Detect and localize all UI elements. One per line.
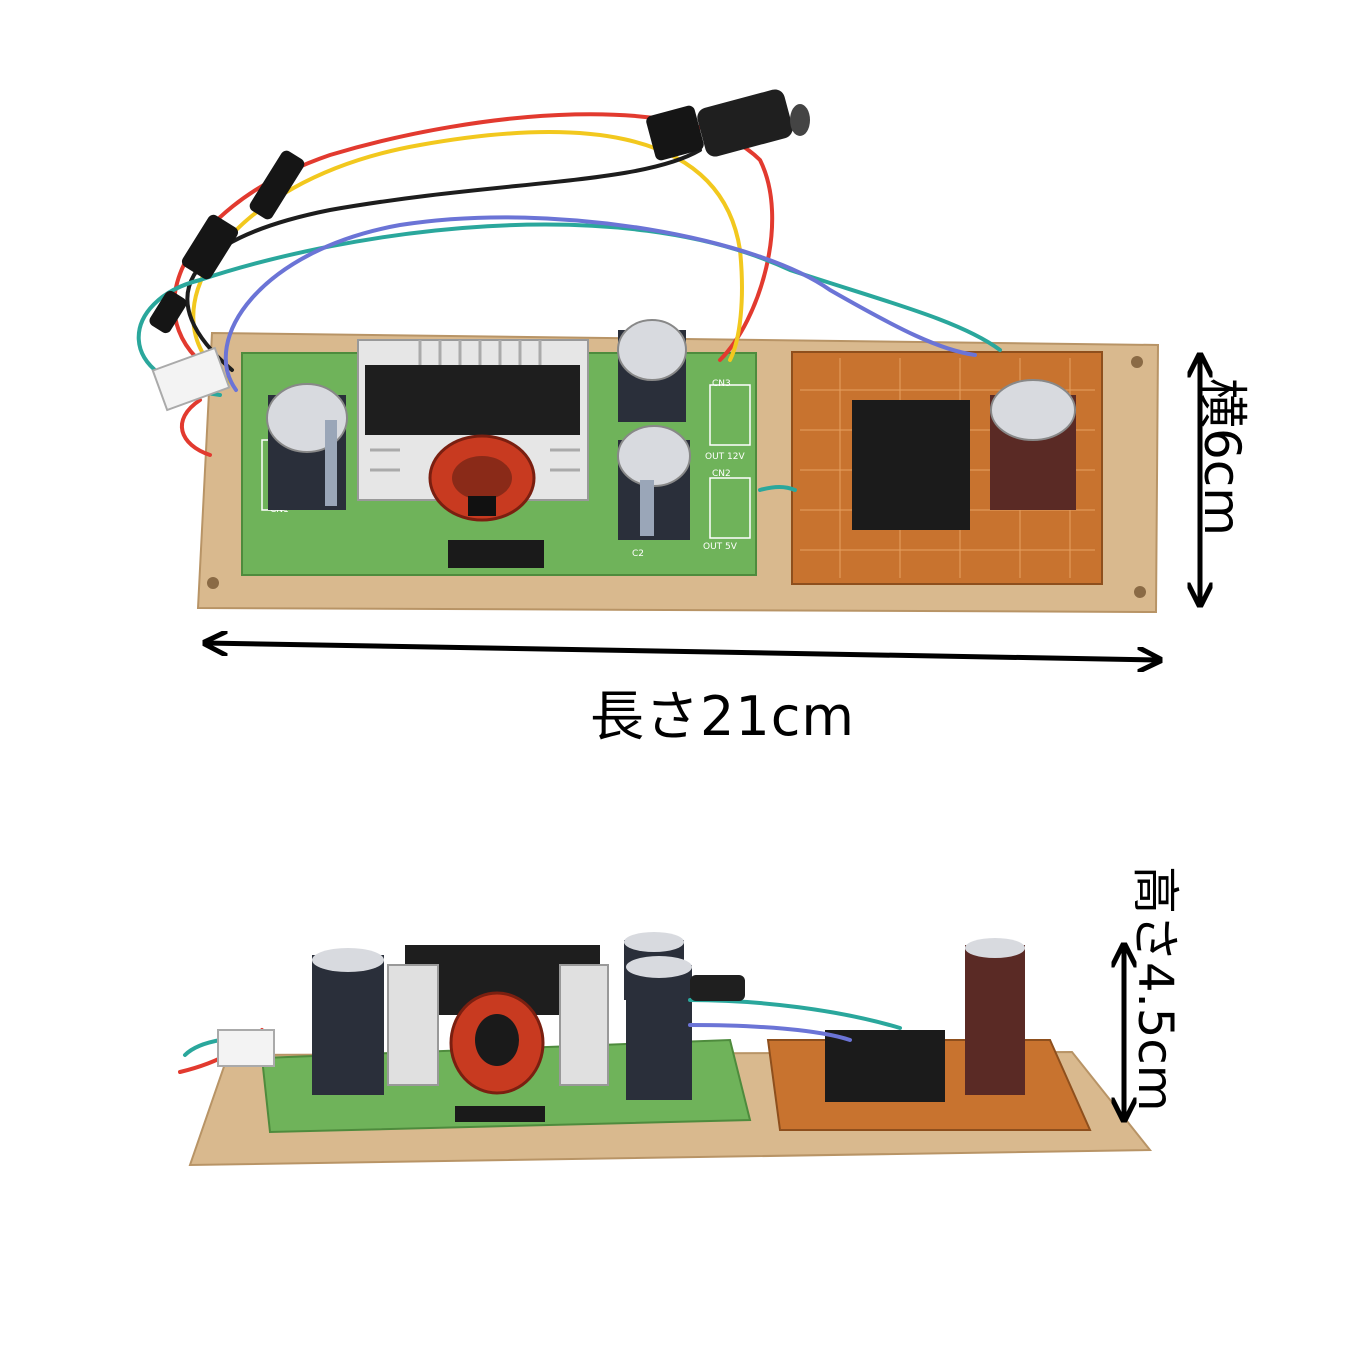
cn3-label: CN3: [712, 379, 731, 389]
black-module: [852, 400, 970, 530]
dc-jack: [646, 89, 810, 161]
heatsink: [357, 339, 589, 501]
cn2-label: CN2: [712, 469, 731, 479]
width-label: 横6cm: [1193, 378, 1251, 537]
length-arrow: [205, 643, 1160, 660]
regulator-pcb: CN1 CN2 CN3 C2 OUT 12V OUT 5V: [241, 319, 757, 576]
out-12v-label: OUT 12V: [705, 452, 745, 462]
capacitor-large-left: [266, 383, 348, 510]
capacitor-bottom-right: [617, 425, 691, 540]
bottom-chip: [448, 540, 544, 568]
capacitor-brown: [990, 379, 1076, 510]
capacitor-top-right: [617, 319, 687, 422]
height-label: 高さ4.5cm: [1127, 866, 1183, 1112]
perfboard: [791, 351, 1103, 585]
c2-label: C2: [632, 549, 644, 559]
wire-bundle: [136, 112, 1002, 492]
jst-connector: [151, 346, 231, 412]
side-view: [178, 932, 1153, 1167]
fuse-holder: [149, 150, 305, 334]
toroid-side: [449, 991, 545, 1095]
length-label: 長さ21cm: [590, 685, 856, 748]
top-view: CN1 CN2 CN3 C2 OUT 12V OUT 5V: [136, 89, 1160, 614]
toroid-inductor: [428, 434, 536, 522]
out-5v-label: OUT 5V: [703, 542, 738, 552]
